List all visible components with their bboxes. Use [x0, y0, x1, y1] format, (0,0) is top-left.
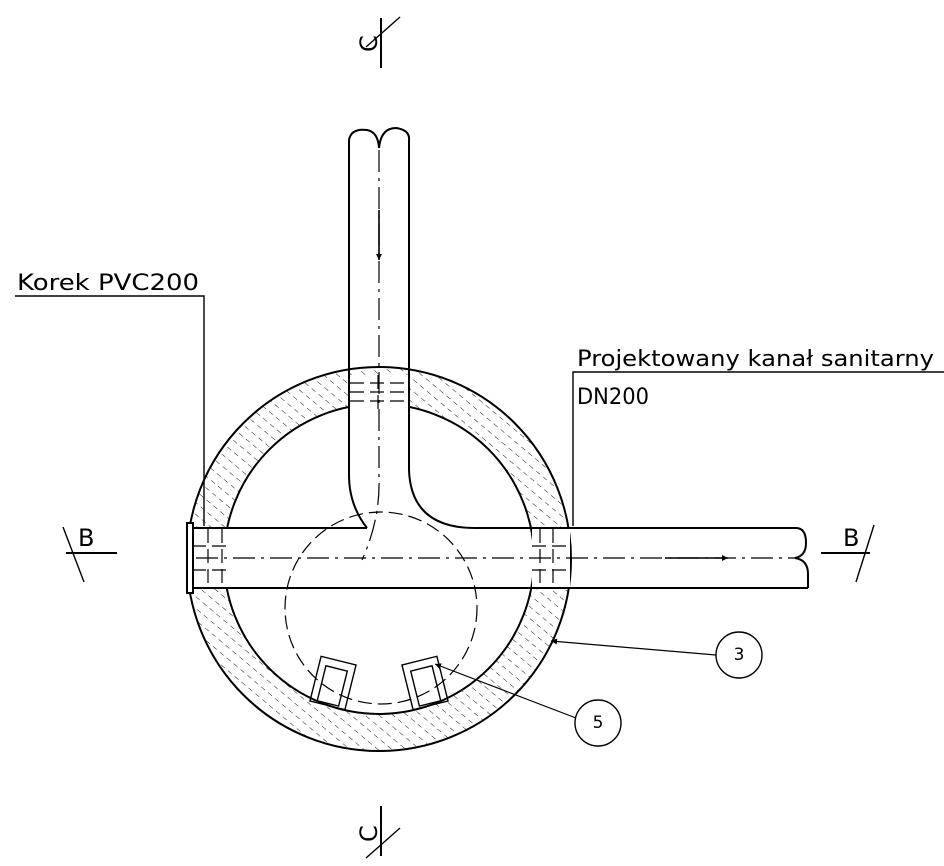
callout-step-circle	[574, 699, 622, 747]
section-c-bottom-letter: C	[355, 825, 383, 842]
section-mark-c-bottom: C	[355, 806, 401, 859]
plug-label: Korek PVC200	[17, 271, 199, 296]
section-mark-c-top: C	[355, 16, 401, 68]
inlet-pipe-left-wall	[348, 140, 368, 529]
leader-step	[434, 663, 577, 719]
section-c-top-letter: C	[355, 35, 383, 52]
leader-ring	[550, 638, 717, 656]
plug-leader	[15, 295, 205, 526]
callout-ring-circle	[715, 631, 763, 679]
inlet-pipe-break-symbol	[348, 126, 411, 149]
pipe-label-line1: Projektowany kanał sanitarny	[577, 347, 934, 372]
inlet-opening-dashes	[350, 375, 410, 411]
inlet-pipe-centerline	[361, 150, 380, 561]
section-mark-b-right: B	[821, 524, 875, 583]
ring-opening-inlet	[350, 375, 410, 411]
section-mark-b-left: B	[62, 524, 117, 583]
pipe-label-line2: DN200	[577, 385, 649, 410]
section-b-right-letter: B	[843, 524, 859, 552]
step-iron-left	[309, 655, 357, 711]
step-iron-right	[401, 655, 449, 711]
inlet-pipe-right-wall	[408, 140, 476, 529]
callout-step-number: 5	[593, 713, 604, 733]
pipe-label-underline	[572, 371, 944, 526]
kinette-dashed-circle	[284, 511, 478, 705]
callout-ring-number: 3	[734, 645, 745, 665]
pvc-plug-cap	[186, 522, 194, 594]
section-b-left-letter: B	[78, 524, 94, 552]
